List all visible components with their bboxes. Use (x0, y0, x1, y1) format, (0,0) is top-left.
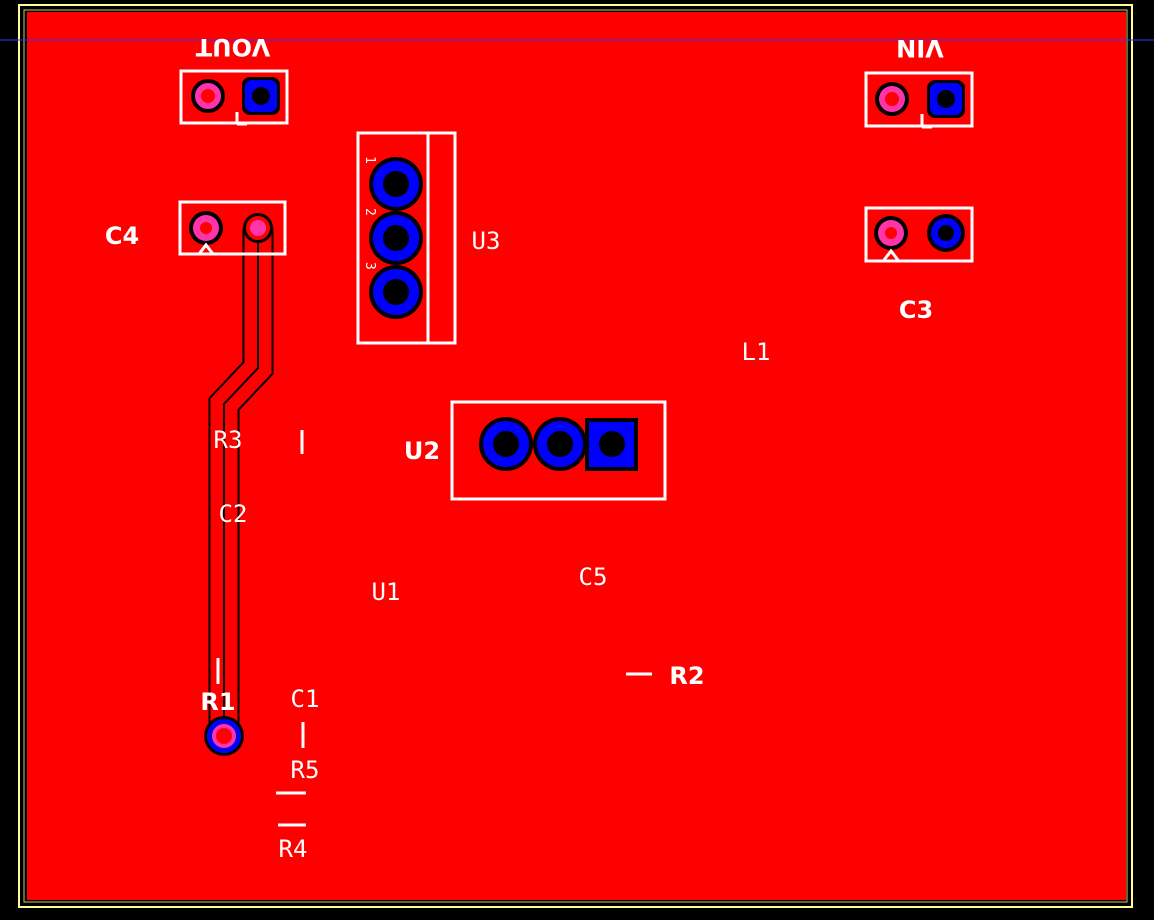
u3-outline (356, 131, 457, 345)
c4-label: C4 (105, 222, 139, 250)
c3-pad-2-hole (938, 225, 954, 241)
vout-pad-2-hole (252, 87, 270, 105)
vout-connector[interactable] (179, 69, 289, 126)
u2-label: U2 (404, 437, 440, 465)
r4-label: R4 (279, 835, 308, 863)
u2-pin-2-hole (547, 431, 573, 457)
u3-label: U3 (472, 227, 501, 255)
u2-regulator[interactable] (450, 400, 667, 501)
c3-label: C3 (899, 296, 933, 324)
c4-outline (178, 200, 287, 256)
u3-pin-3-label: 3 (362, 262, 377, 270)
vin-label: VIN (896, 34, 944, 62)
vin-pad-1-hole (885, 92, 899, 106)
c5-label: C5 (579, 563, 608, 591)
vin-connector-outline (864, 71, 974, 128)
u3-regulator[interactable]: 1 2 3 (356, 131, 457, 345)
u3-pin-3-hole (383, 279, 409, 305)
r3-label: R3 (214, 426, 243, 454)
u2-outline (450, 400, 667, 501)
u1-label: U1 (372, 578, 401, 606)
c4-pad-1-hole (200, 222, 212, 234)
trace-center (223, 228, 259, 735)
u3-pin-1-label: 1 (362, 156, 377, 164)
r1-via-hole (216, 728, 232, 744)
l1-label: L1 (742, 338, 771, 366)
vout-pad-1-hole (201, 89, 215, 103)
board-outline-inner (23, 9, 1128, 903)
u2-pin-3-hole (493, 431, 519, 457)
r1-label: R1 (200, 688, 235, 716)
c4-pad-2-hole (250, 220, 266, 236)
vout-connector-outline (179, 69, 289, 125)
c3-pad-1-hole (885, 227, 897, 239)
u3-pin-2-label: 2 (362, 208, 377, 216)
c2-label: C2 (219, 500, 248, 528)
c4-polarity-mark (197, 242, 215, 255)
vout-label: VOUT (195, 33, 270, 61)
board-outline (18, 4, 1133, 908)
c1-label: C1 (291, 685, 320, 713)
c3-polarity-mark (882, 248, 900, 261)
u2-pin-1-hole (599, 431, 625, 457)
c3-outline (864, 206, 974, 263)
u3-pin-1-hole (383, 171, 409, 197)
r2-label: R2 (669, 662, 704, 690)
r5-label: R5 (291, 756, 320, 784)
vin-connector[interactable] (864, 71, 974, 129)
r1-via[interactable] (204, 716, 244, 756)
vin-pad-2-hole (937, 90, 955, 108)
u3-pin-2-hole (383, 225, 409, 251)
c3-capacitor[interactable] (864, 206, 974, 263)
c4-capacitor[interactable] (178, 200, 287, 256)
